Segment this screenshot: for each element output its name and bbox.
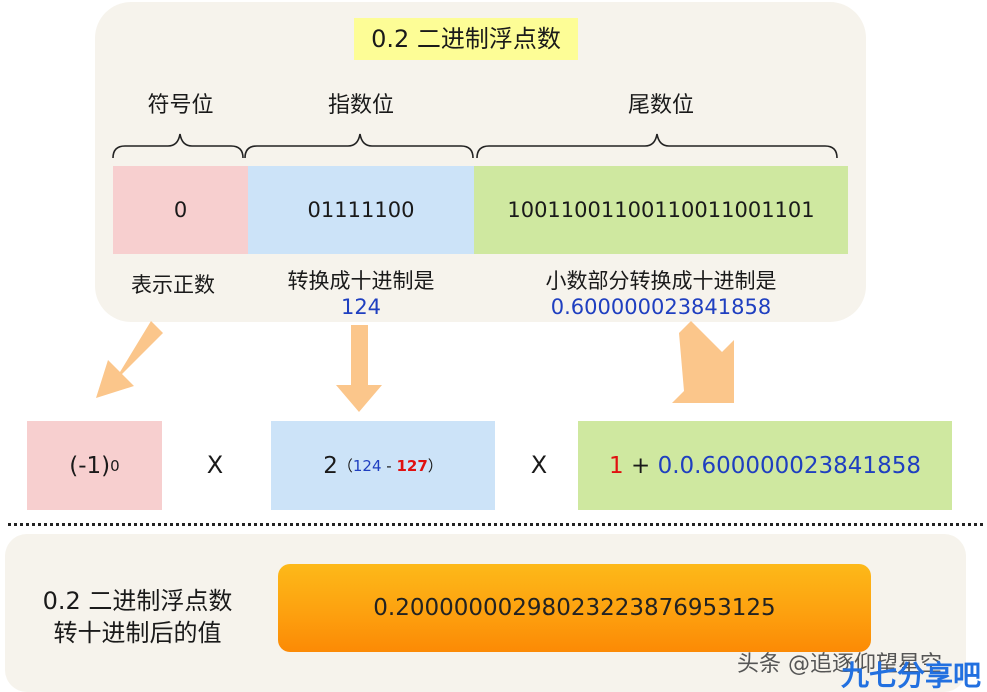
mantissa-meaning-text: 小数部分转换成十进制是 xyxy=(545,269,777,293)
exponent-bits-cell: 01111100 xyxy=(248,166,474,254)
sign-bit-cell: 0 xyxy=(113,166,248,254)
exponent-power: （124 - 127） xyxy=(337,457,443,475)
result-label: 0.2 二进制浮点数 转十进制后的值 xyxy=(20,585,255,649)
exponent-meaning-text: 转换成十进制是 xyxy=(287,269,435,293)
mantissa-factor: 1 + 0.0.600000023841858 xyxy=(578,421,952,510)
arrow-mantissa xyxy=(672,321,734,403)
sign-power: 0 xyxy=(110,456,120,475)
mantissa-fraction: 0.0.600000023841858 xyxy=(657,452,921,479)
exponent-meaning: 转换成十进制是 124 xyxy=(248,268,474,320)
exponent-factor: 2 （124 - 127） xyxy=(271,421,495,510)
mantissa-bits-label: 尾数位 xyxy=(627,93,694,118)
result-value: 0.20000000298023223876953125 xyxy=(278,564,871,652)
exponent-base: 2 xyxy=(323,452,338,479)
diagram-title: 0.2 二进制浮点数 xyxy=(354,18,578,60)
sign-meaning: 表示正数 xyxy=(131,273,215,297)
exponent-value: 124 xyxy=(352,457,382,475)
multiply-sign-2: X xyxy=(530,451,548,479)
watermark: 头条 @追逐仰望星空 xyxy=(737,652,942,677)
brand-logo: 九七分享吧 xyxy=(841,659,982,692)
mantissa-bits-cell: 10011001100110011001101 xyxy=(474,166,848,254)
mantissa-implicit-one: 1 xyxy=(609,452,624,479)
exponent-bits-label: 指数位 xyxy=(327,93,394,118)
exponent-bias: 127 xyxy=(396,457,428,475)
sign-bit-label: 符号位 xyxy=(147,93,214,118)
sign-factor: (-1)0 xyxy=(27,421,162,510)
multiply-sign-1: X xyxy=(206,451,224,479)
section-divider xyxy=(8,523,983,526)
result-label-line-2: 转十进制后的值 xyxy=(53,619,222,647)
result-label-line-1: 0.2 二进制浮点数 xyxy=(42,587,233,615)
mantissa-plus: + xyxy=(623,452,658,479)
exponent-decimal-value: 124 xyxy=(340,295,382,319)
arrow-sign xyxy=(96,321,163,398)
arrow-exponent xyxy=(336,325,382,412)
mantissa-decimal-value: 0.600000023841858 xyxy=(550,295,772,319)
mantissa-meaning: 小数部分转换成十进制是 0.600000023841858 xyxy=(474,268,848,320)
sign-base: (-1) xyxy=(69,452,111,479)
